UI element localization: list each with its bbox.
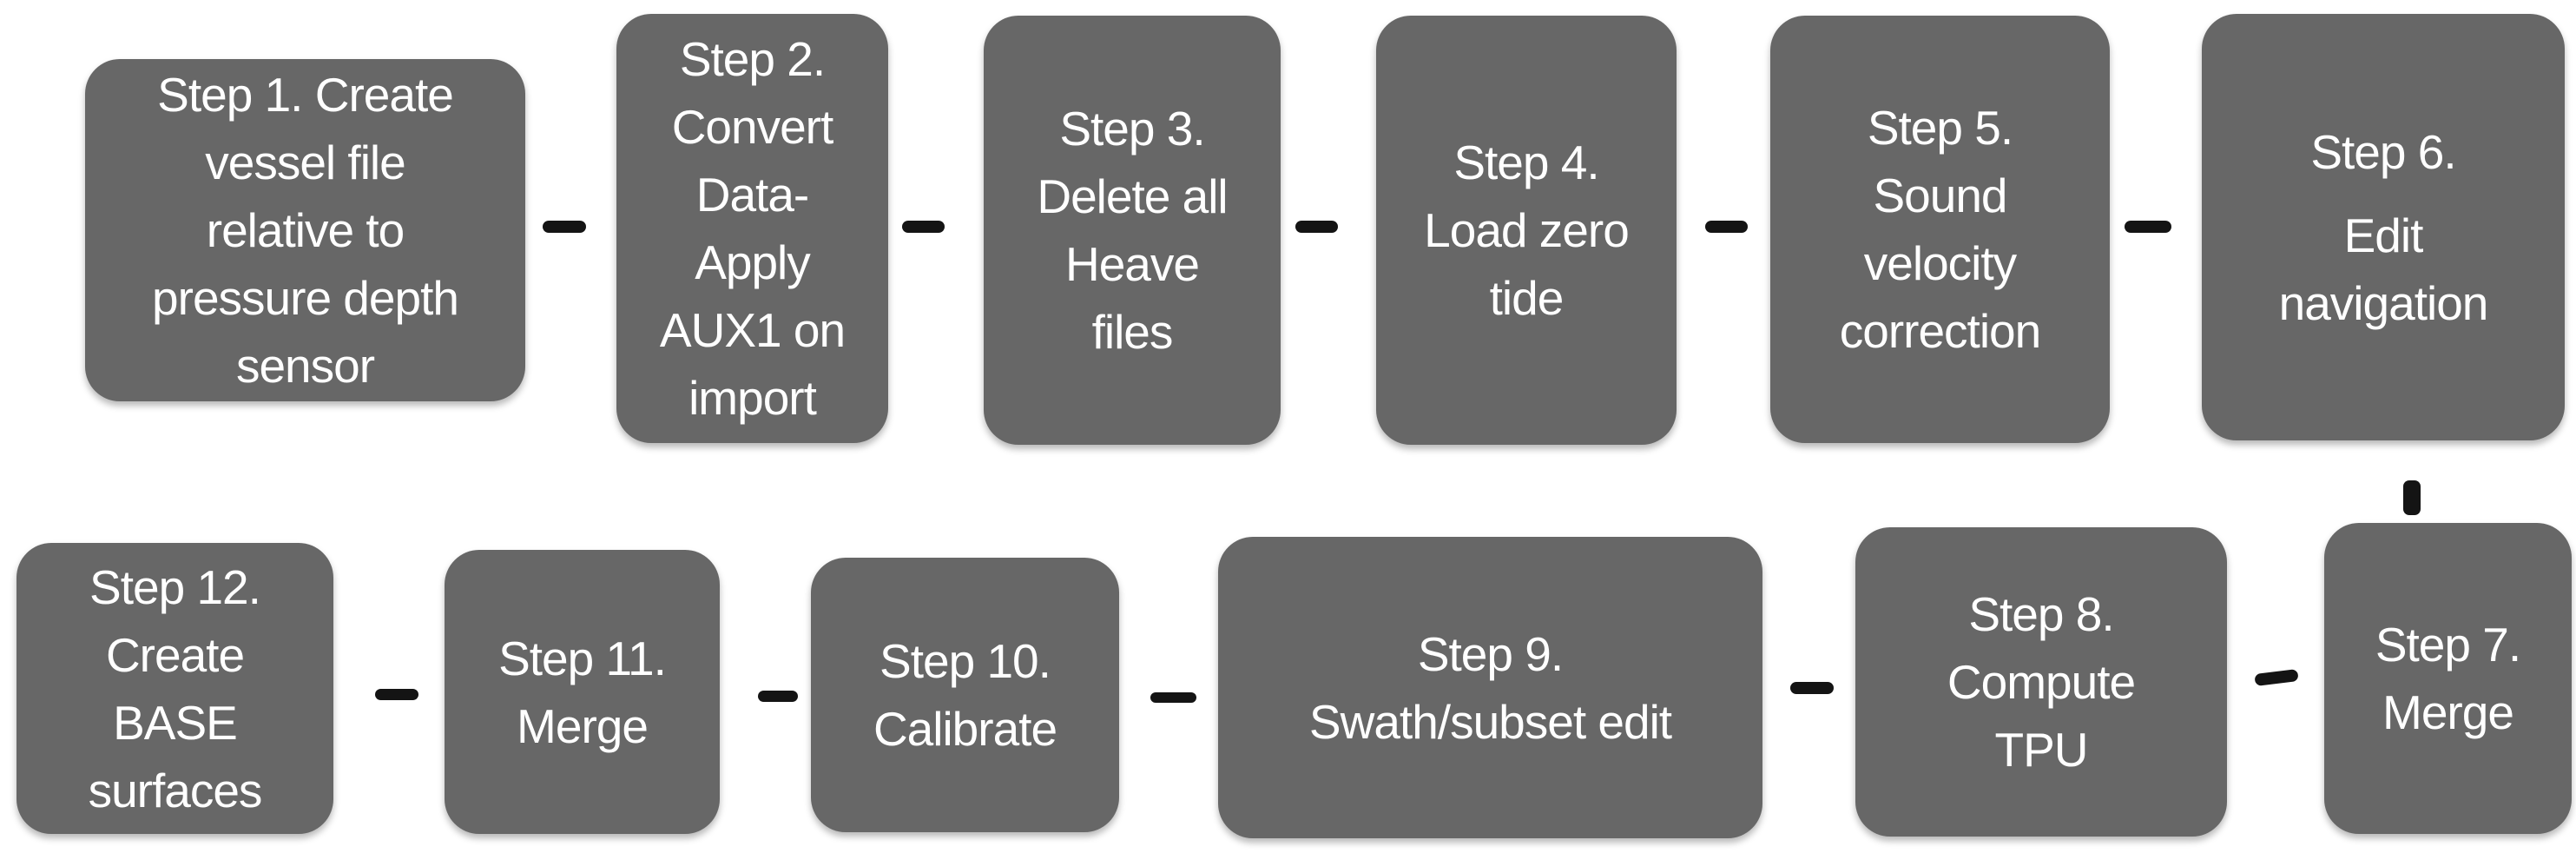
connector-step9-step10: [1150, 692, 1196, 703]
step-3-box: Step 3. Delete all Heave files: [984, 16, 1281, 445]
step-12-box: Step 12. Create BASE surfaces: [16, 543, 333, 834]
step-2-box: Step 2. Convert Data- Apply AUX1 on impo…: [616, 14, 888, 443]
connector-step3-step4: [1295, 221, 1338, 233]
connector-step7-step8: [2254, 669, 2299, 686]
connector-step6-step7: [2403, 480, 2421, 515]
step-5-label: Step 5. Sound velocity correction: [1839, 101, 2041, 358]
connector-step8-step9: [1790, 682, 1834, 694]
step-9-label: Step 9. Swath/subset edit: [1308, 626, 1672, 749]
connector-step4-step5: [1705, 221, 1748, 233]
step-1-box: Step 1. Create vessel file relative to p…: [85, 59, 525, 401]
step-5-box: Step 5. Sound velocity correction: [1770, 16, 2110, 443]
step-12-label: Step 12. Create BASE surfaces: [88, 559, 263, 817]
step-6-box: Step 6. Edit navigation: [2202, 14, 2565, 440]
step-9-box: Step 9. Swath/subset edit: [1218, 537, 1762, 838]
step-11-box: Step 11. Merge: [445, 550, 720, 834]
connector-step2-step3: [902, 221, 945, 233]
step-3-label: Step 3. Delete all Heave files: [1037, 102, 1228, 359]
connector-step10-step11: [758, 691, 798, 702]
step-7-box: Step 7. Merge: [2324, 523, 2572, 834]
step-10-box: Step 10. Calibrate: [811, 558, 1119, 832]
step-6-sublabel: Edit navigation: [2278, 208, 2489, 330]
step-11-label: Step 11. Merge: [498, 631, 667, 753]
connector-step1-step2: [543, 221, 586, 233]
connector-step11-step12: [375, 689, 418, 700]
step-8-box: Step 8. Compute TPU: [1855, 527, 2227, 837]
step-4-label: Step 4. Load zero tide: [1424, 136, 1630, 325]
step-7-label: Step 7. Merge: [2375, 618, 2521, 739]
step-10-label: Step 10. Calibrate: [873, 634, 1057, 756]
step-4-box: Step 4. Load zero tide: [1376, 16, 1677, 445]
connector-step5-step6: [2125, 221, 2171, 233]
step-2-label: Step 2. Convert Data- Apply AUX1 on impo…: [659, 32, 846, 425]
step-8-label: Step 8. Compute TPU: [1947, 587, 2136, 777]
step-1-label: Step 1. Create vessel file relative to p…: [152, 68, 459, 393]
step-6-label: Step 6.: [2310, 124, 2456, 179]
